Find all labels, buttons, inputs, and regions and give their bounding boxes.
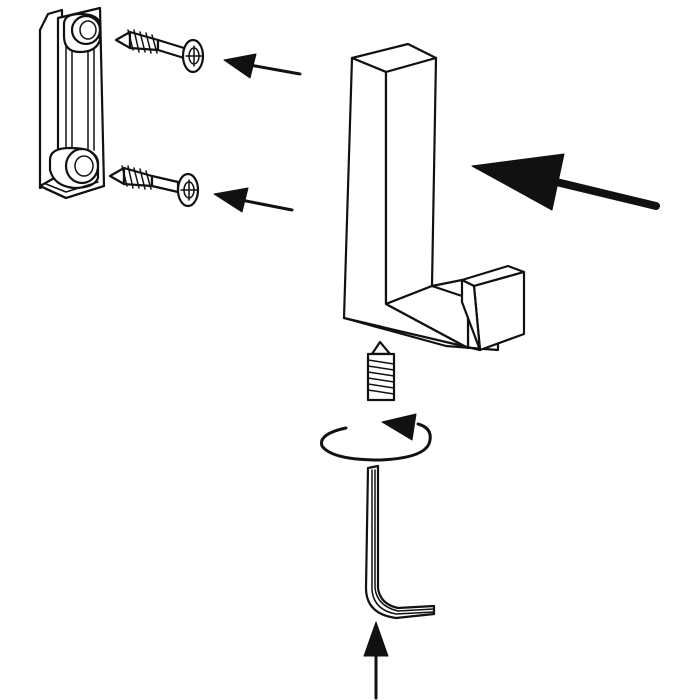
wall-screw-bottom <box>108 165 200 208</box>
arrow-icon <box>223 53 302 79</box>
phillips-head-icon <box>181 38 205 74</box>
rotation-arrow-icon <box>320 413 432 462</box>
allen-key <box>364 464 436 620</box>
arrow-icon <box>363 621 389 700</box>
arrow-icon <box>471 153 660 211</box>
wall-screw-top <box>114 29 205 74</box>
set-screw <box>366 340 396 402</box>
bracket-screw-hole-top <box>62 12 102 54</box>
mounting-bracket <box>38 6 106 200</box>
arrow-icon <box>213 187 294 213</box>
hook <box>342 42 526 352</box>
bracket-screw-hole-bottom <box>48 146 100 190</box>
phillips-head-icon <box>176 172 200 208</box>
